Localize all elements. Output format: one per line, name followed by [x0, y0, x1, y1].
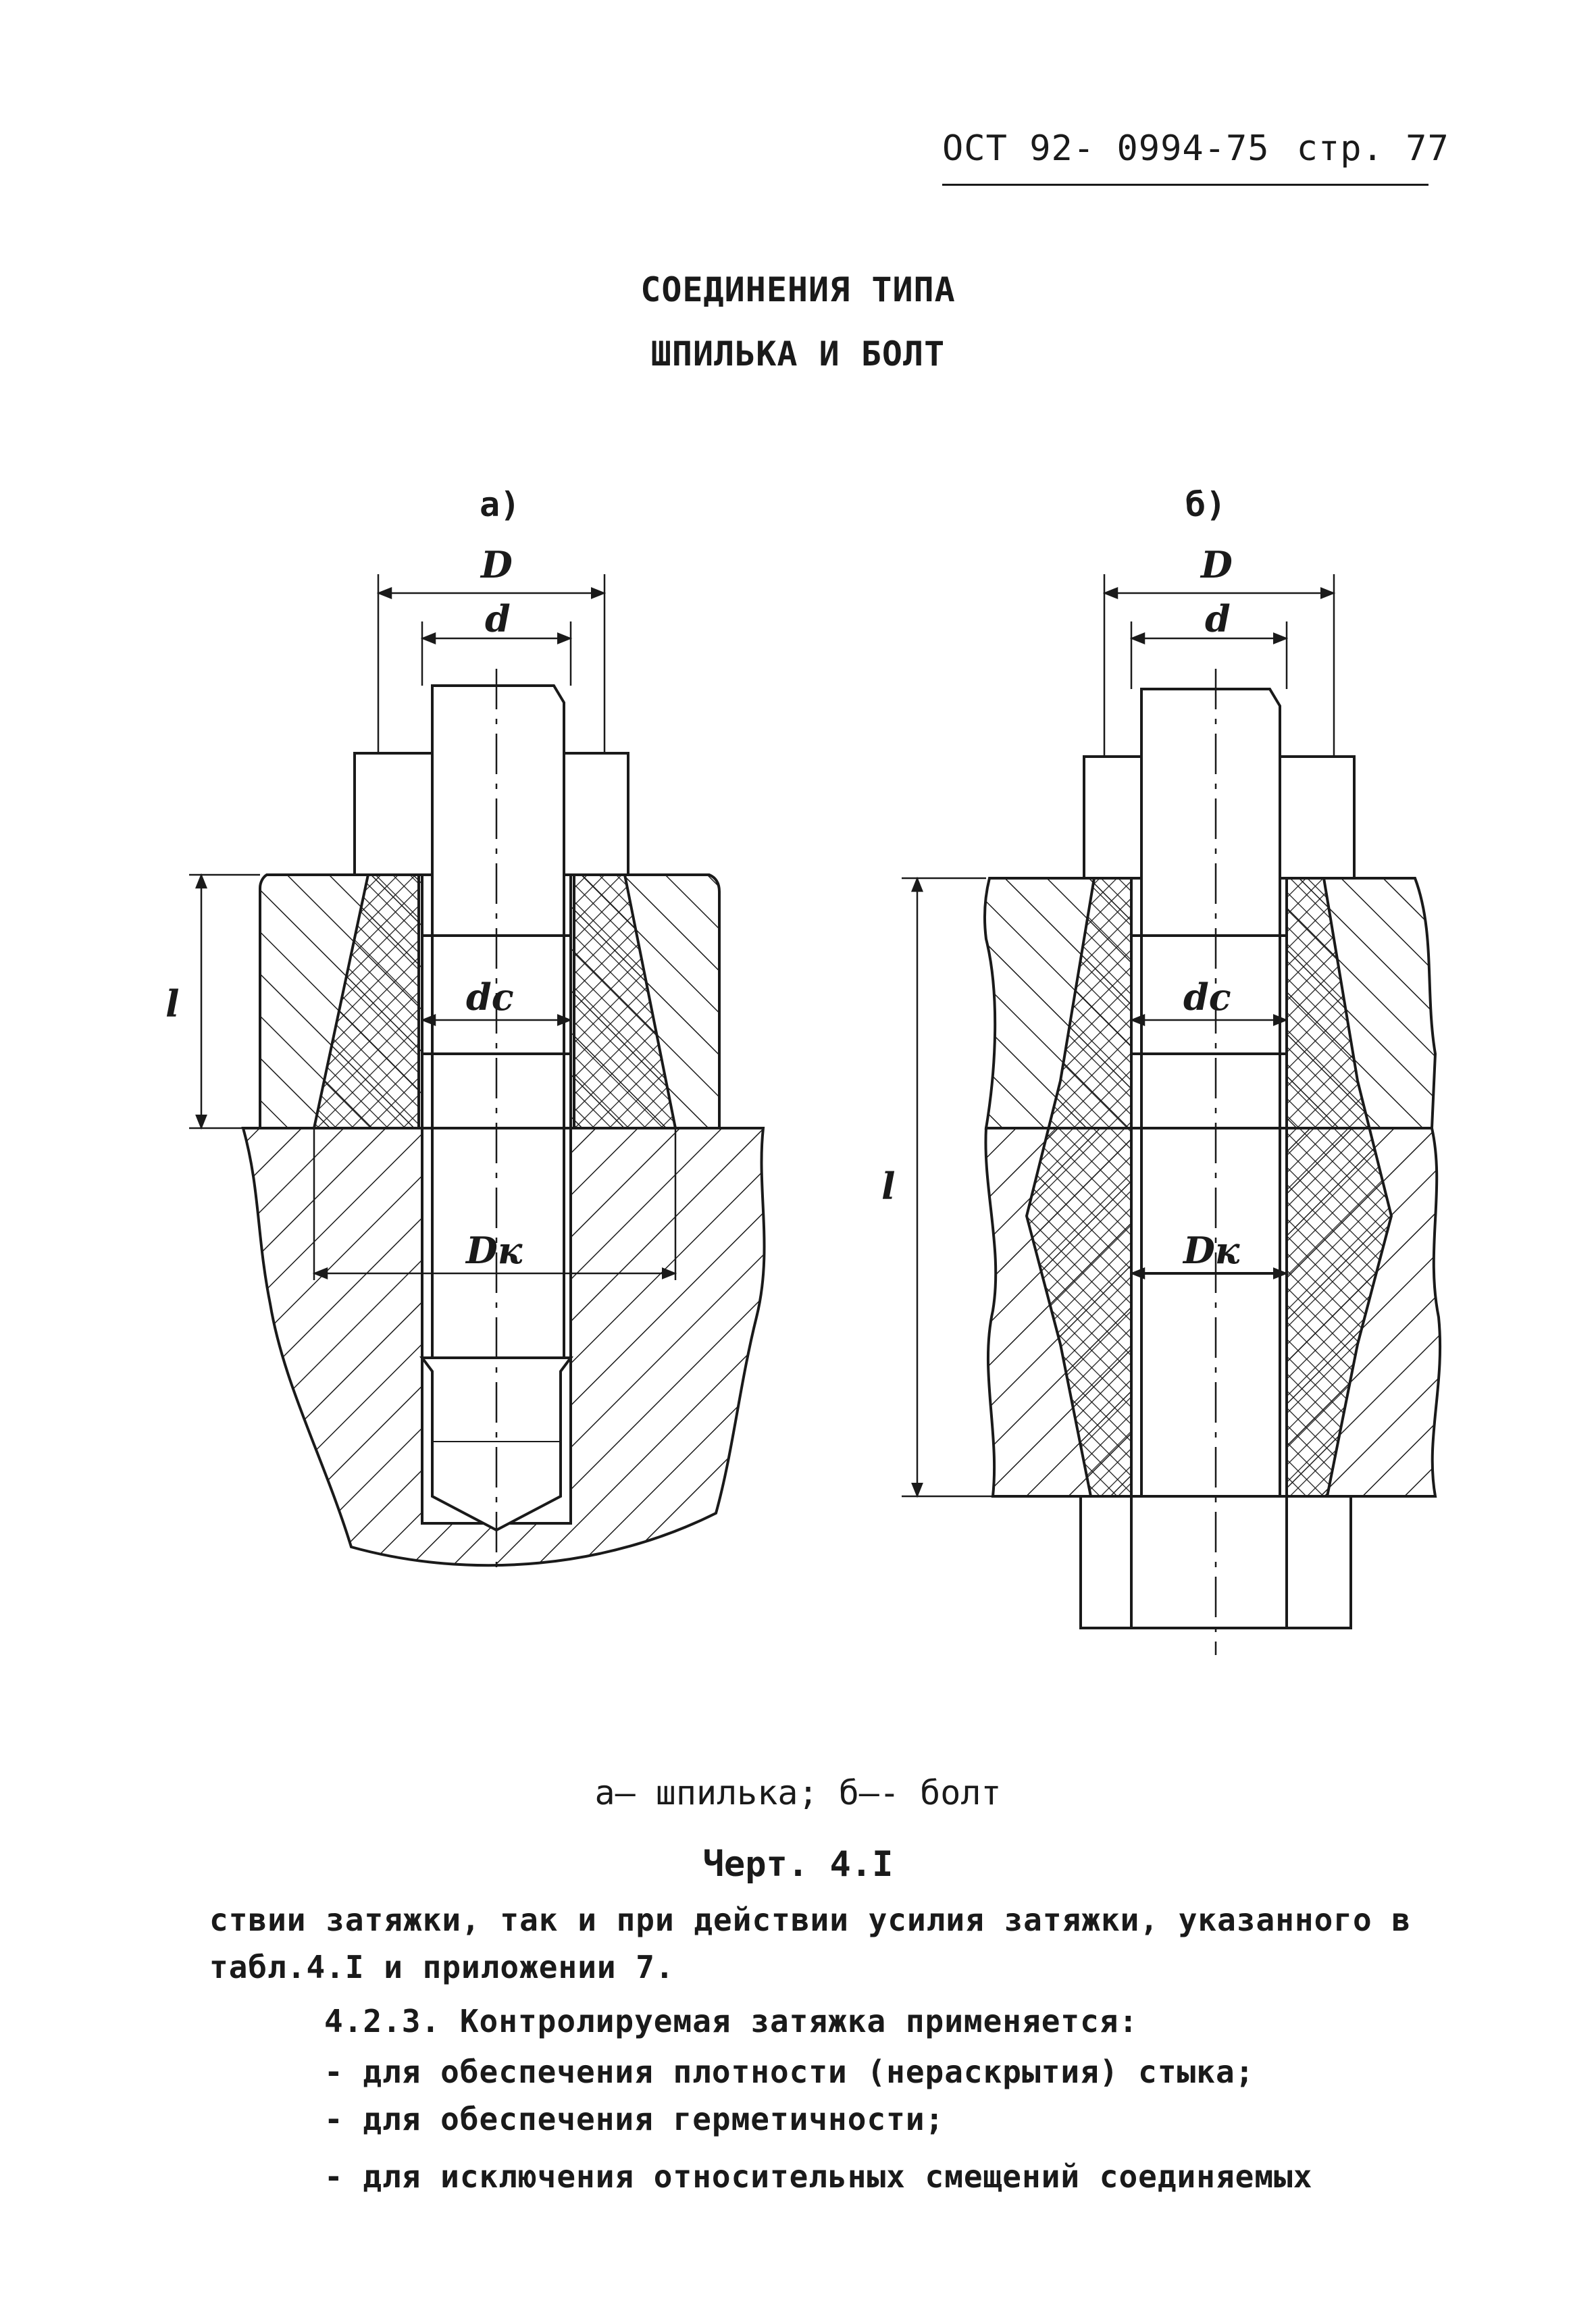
figure-a-label: а) — [480, 485, 521, 524]
stud-dim-dc: dс — [466, 975, 514, 1019]
bolt-dim-D: D — [1200, 543, 1233, 586]
technical-drawing: D d dс Dк l — [165, 543, 1442, 1655]
body-line-3: 4.2.3. Контролируемая затяжка применяетс… — [324, 2003, 1139, 2039]
stud-dim-Dk: Dк — [465, 1229, 523, 1272]
bolt-dim-dc: dс — [1183, 975, 1231, 1019]
page-number: стр. 77 — [1296, 128, 1449, 169]
bolt-joint-drawing — [902, 574, 1442, 1655]
bolt-dimension-labels: D d dс Dк l — [881, 543, 1240, 1272]
header-underline — [942, 184, 1428, 186]
stud-dimension-labels: D d dс Dк l — [165, 543, 523, 1272]
bolt-dim-d: d — [1205, 597, 1231, 640]
body-line-5: - для обеспечения герметичности; — [324, 2101, 945, 2137]
stud-dim-D: D — [480, 543, 513, 586]
figure-b-label: б) — [1185, 485, 1227, 524]
document-code: ОСТ 92- 0994-75 — [942, 128, 1270, 169]
bolt-shank — [1140, 688, 1281, 1629]
bolt-dim-Dk: Dк — [1182, 1229, 1240, 1272]
figure-legend: а– шпилька; б–- болт — [594, 1773, 1002, 1812]
section-title-line-1: СОЕДИНЕНИЯ ТИПА — [640, 270, 956, 309]
stud-joint-drawing — [189, 574, 766, 1567]
figure-caption: Черт. 4.I — [702, 1844, 894, 1885]
body-line-6: - для исключения относительных смещений … — [324, 2158, 1313, 2195]
body-line-1: ствии затяжки, так и при действии усилия… — [209, 1902, 1412, 1938]
section-title-line-2: ШПИЛЬКА И БОЛТ — [650, 334, 946, 374]
body-line-2: табл.4.I и приложении 7. — [209, 1949, 675, 1985]
page-header: ОСТ 92- 0994-75 стр. 77 — [942, 128, 1449, 186]
stud-dim-l: l — [165, 982, 180, 1025]
body-line-4: - для обеспечения плотности (нераскрытия… — [324, 2054, 1255, 2090]
bolt-dim-l: l — [881, 1165, 896, 1208]
stud-dim-d: d — [485, 597, 511, 640]
